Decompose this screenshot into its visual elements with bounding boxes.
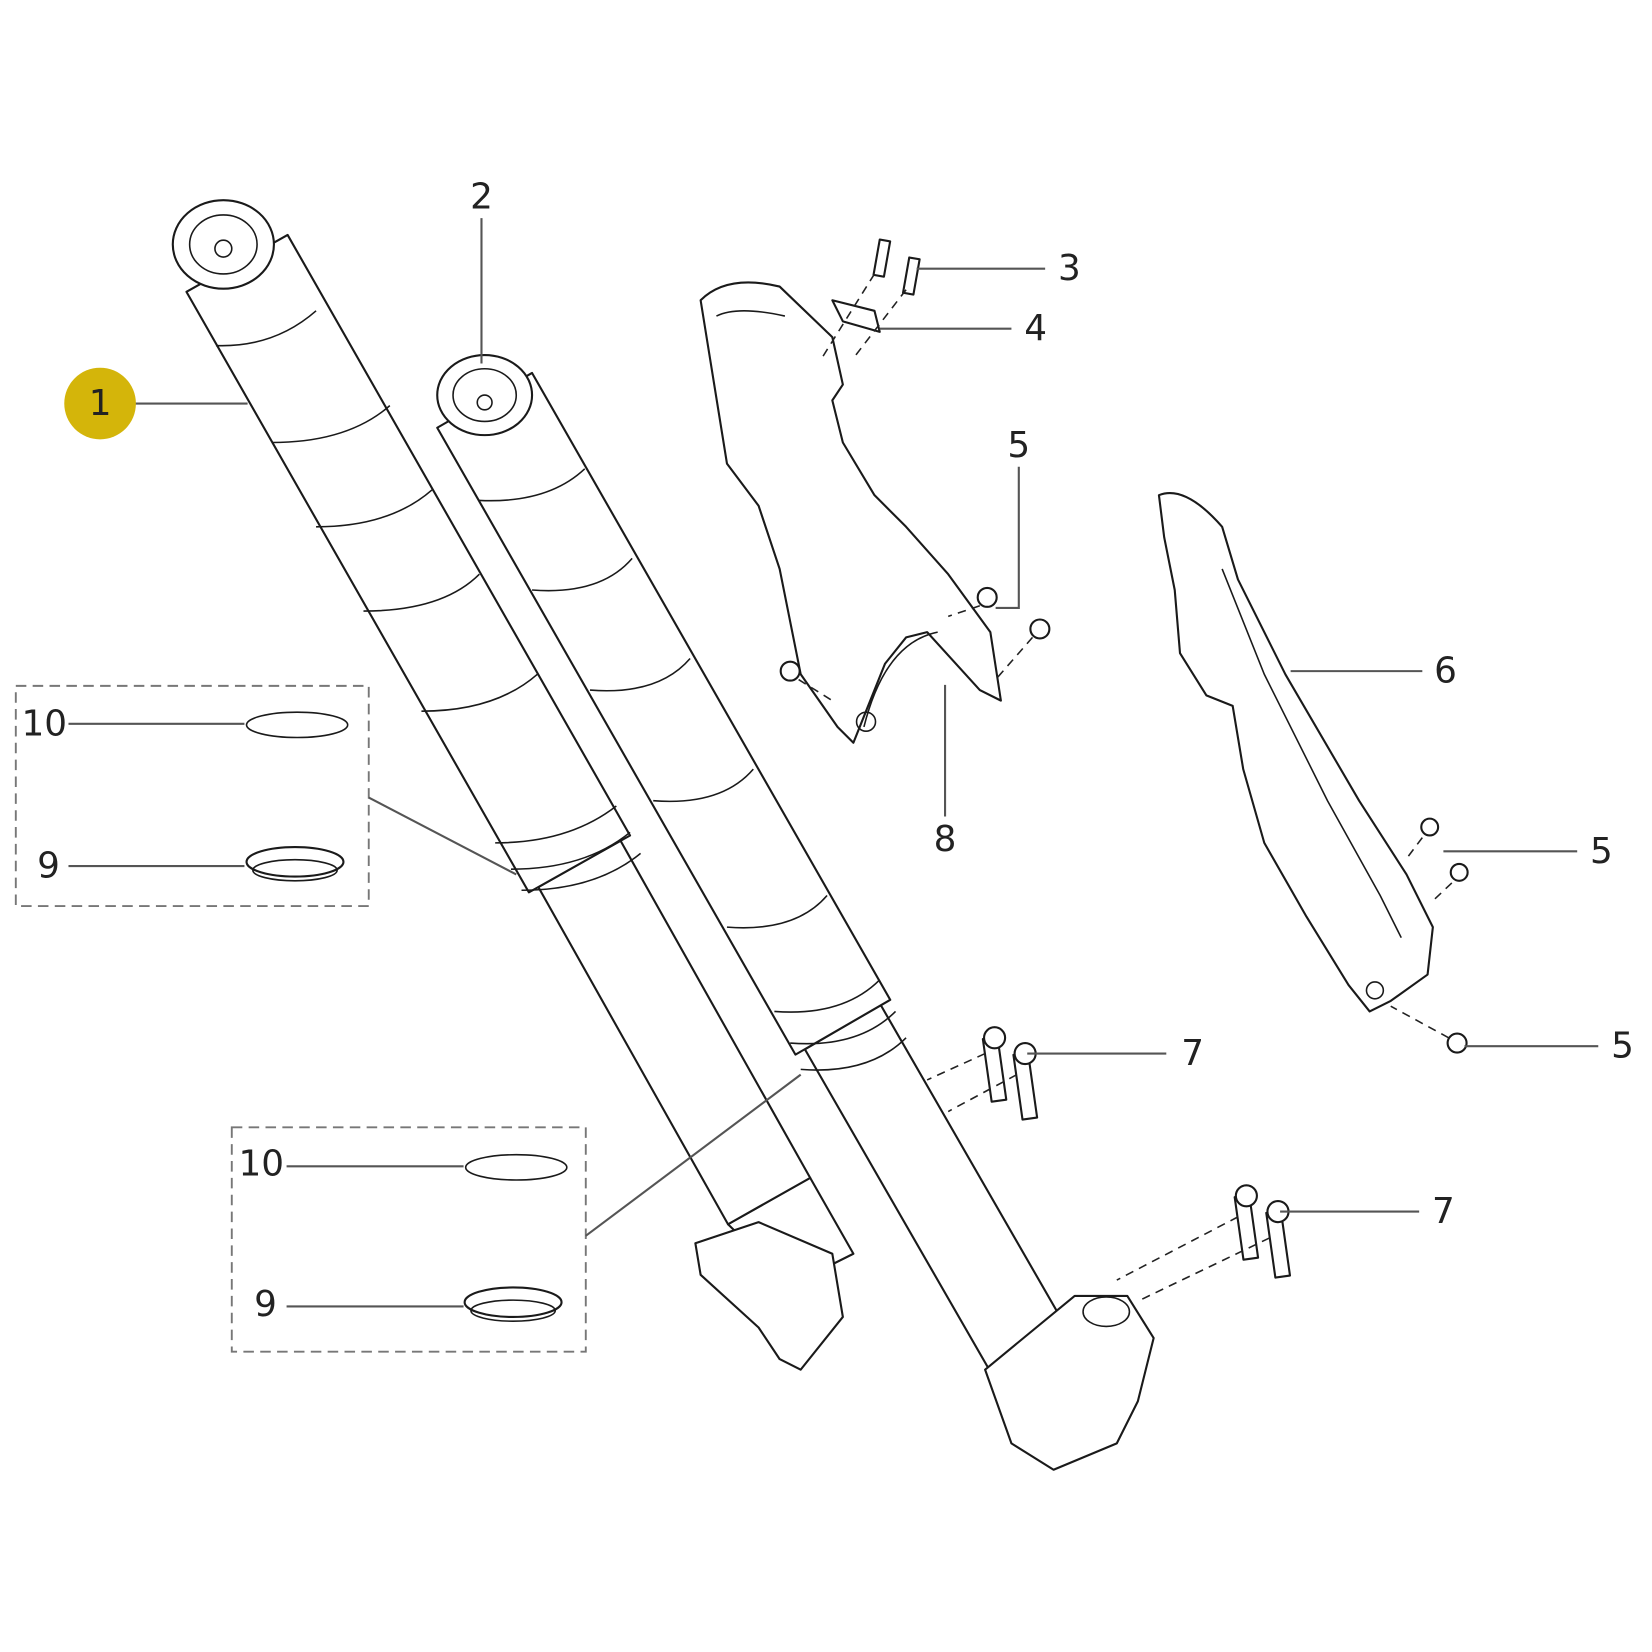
callout-10[interactable]: 10 bbox=[238, 1144, 284, 1185]
callout-5[interactable]: 5 bbox=[1007, 425, 1030, 466]
callout-5[interactable]: 5 bbox=[1590, 831, 1613, 872]
guard-right-body bbox=[1157, 492, 1434, 1013]
o-ring-10 bbox=[245, 711, 349, 739]
guard-left-body bbox=[699, 281, 1002, 744]
callout-9[interactable]: 9 bbox=[37, 846, 60, 887]
callout-8[interactable]: 8 bbox=[934, 819, 957, 860]
bolt-3a bbox=[872, 238, 892, 278]
callout-10[interactable]: 10 bbox=[21, 703, 67, 744]
fork-guard-right[interactable] bbox=[1157, 492, 1434, 1013]
bolt-3b bbox=[901, 256, 921, 296]
seal-9 bbox=[245, 846, 345, 878]
callout-7[interactable]: 7 bbox=[1432, 1191, 1455, 1232]
callout-7[interactable]: 7 bbox=[1181, 1033, 1204, 1074]
hardware bbox=[779, 238, 1469, 1302]
o-ring-10 bbox=[464, 1153, 568, 1181]
screw-5c bbox=[779, 660, 801, 682]
seal-kit-box-lower bbox=[230, 1073, 802, 1353]
screw-5f bbox=[1446, 1032, 1468, 1054]
fork-leg-left[interactable] bbox=[171, 199, 855, 1371]
screw-5d bbox=[1420, 817, 1440, 837]
callout-2[interactable]: 2 bbox=[470, 177, 493, 218]
screw-5a bbox=[976, 586, 998, 608]
callout-9[interactable]: 9 bbox=[254, 1284, 277, 1325]
callout-4[interactable]: 4 bbox=[1024, 308, 1047, 349]
fork-guard-left[interactable] bbox=[699, 281, 1002, 744]
bracket-4 bbox=[831, 299, 881, 333]
screw-5e bbox=[1449, 862, 1469, 882]
left-top-cap bbox=[171, 199, 275, 290]
leader-lines bbox=[68, 218, 1599, 1308]
fork-leg-right[interactable] bbox=[436, 354, 1155, 1471]
left-brake-mount bbox=[694, 1221, 844, 1371]
callout-3[interactable]: 3 bbox=[1058, 248, 1081, 289]
seal-kit-box-upper bbox=[14, 684, 517, 908]
highlight-marker bbox=[64, 367, 136, 440]
screw-5b bbox=[1029, 618, 1051, 640]
callout-6[interactable]: 6 bbox=[1434, 651, 1457, 692]
right-axle-clamp bbox=[984, 1294, 1155, 1471]
callout-5[interactable]: 5 bbox=[1611, 1026, 1634, 1067]
callout-1[interactable]: 1 bbox=[89, 383, 112, 424]
seal-9 bbox=[463, 1286, 563, 1319]
